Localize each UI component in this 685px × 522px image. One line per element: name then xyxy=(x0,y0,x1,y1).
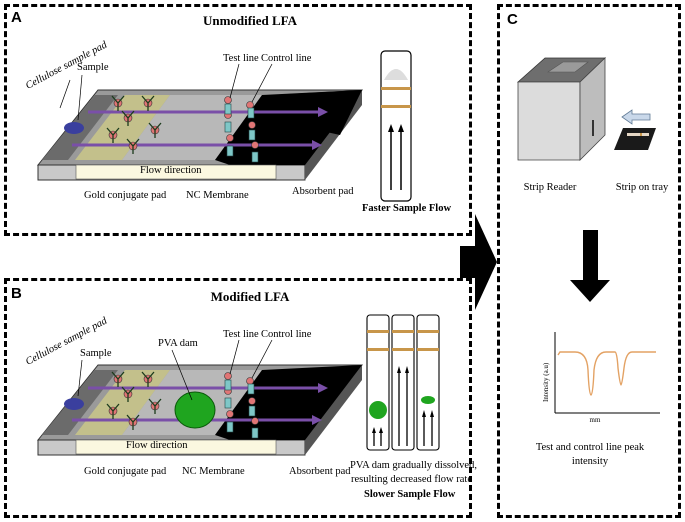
strip-on-tray-icon xyxy=(614,128,656,150)
flow-direction-label-a: Flow direction xyxy=(140,165,202,176)
test-line-label-b: Test line xyxy=(223,329,259,340)
strip-reader-device xyxy=(516,57,606,161)
plot-y-label: Intensity (a.u) xyxy=(542,362,550,402)
intensity-peak-curve xyxy=(557,351,656,396)
test-band-a xyxy=(381,105,411,108)
test-line-label-a: Test line xyxy=(223,53,259,64)
insert-arrow-icon xyxy=(621,109,651,125)
gold-pad-label-b: Gold conjugate pad xyxy=(84,466,167,477)
strip-slower-flow-1 xyxy=(366,314,390,451)
sample-label-a: Sample xyxy=(77,62,109,73)
control-line-label-a: Control line xyxy=(261,53,312,64)
pva-dam-label: PVA dam xyxy=(158,338,198,349)
down-arrow xyxy=(570,230,610,302)
plot-x-label: mm xyxy=(589,416,601,424)
absorbent-pad-label-a: Absorbent pad xyxy=(292,186,354,197)
panel-b-letter: B xyxy=(11,285,22,302)
panel-c-letter: C xyxy=(507,11,518,28)
nc-membrane-label-b: NC Membrane xyxy=(182,466,245,477)
control-line-label-b: Control line xyxy=(261,329,312,340)
flow-direction-bar-a xyxy=(75,164,277,180)
panel-a-letter: A xyxy=(11,9,22,26)
sample-droplet-a xyxy=(64,122,84,134)
panel-a-unmodified-lfa xyxy=(4,4,472,236)
pva-dam xyxy=(174,391,216,429)
panel-c-strip-reader xyxy=(497,4,681,518)
flow-direction-label-b: Flow direction xyxy=(126,440,188,451)
antibodies-b xyxy=(106,371,162,430)
test-control-line-capture-b xyxy=(224,379,259,439)
gold-pad-label-a: Gold conjugate pad xyxy=(84,190,167,201)
sample-droplet-b xyxy=(64,398,84,410)
test-control-line-capture-a xyxy=(224,103,259,163)
panel-b-title: Modified LFA xyxy=(210,289,290,304)
slower-flow-caption-line2: resulting decreased flow rate xyxy=(351,474,472,485)
absorbent-pad-label-b: Absorbent pad xyxy=(289,466,351,477)
peak-caption-line2: intensity xyxy=(571,456,609,467)
antibodies-a xyxy=(106,95,162,154)
nc-membrane-label-a: NC Membrane xyxy=(186,190,249,201)
panel-a-title: Unmodified LFA xyxy=(202,13,297,28)
big-right-arrow xyxy=(460,214,497,310)
strip-side-face-b xyxy=(305,365,362,455)
strip-on-tray-label: Strip on tray xyxy=(615,182,669,193)
sample-label-b: Sample xyxy=(80,348,112,359)
strip-slower-flow-3 xyxy=(416,314,440,451)
faster-flow-caption: Faster Sample Flow xyxy=(362,203,452,214)
control-band-a xyxy=(381,87,411,90)
panel-b-modified-lfa xyxy=(4,278,472,518)
strip-slower-flow-2 xyxy=(391,314,415,451)
slower-flow-caption-bold: Slower Sample Flow xyxy=(364,489,456,500)
slower-flow-caption-line1: PVA dam gradually dissolved, xyxy=(350,460,477,471)
strip-reader-label: Strip Reader xyxy=(523,182,577,193)
flow-direction-bar-b xyxy=(75,439,277,455)
peak-caption-line1: Test and control line peak xyxy=(535,442,645,453)
